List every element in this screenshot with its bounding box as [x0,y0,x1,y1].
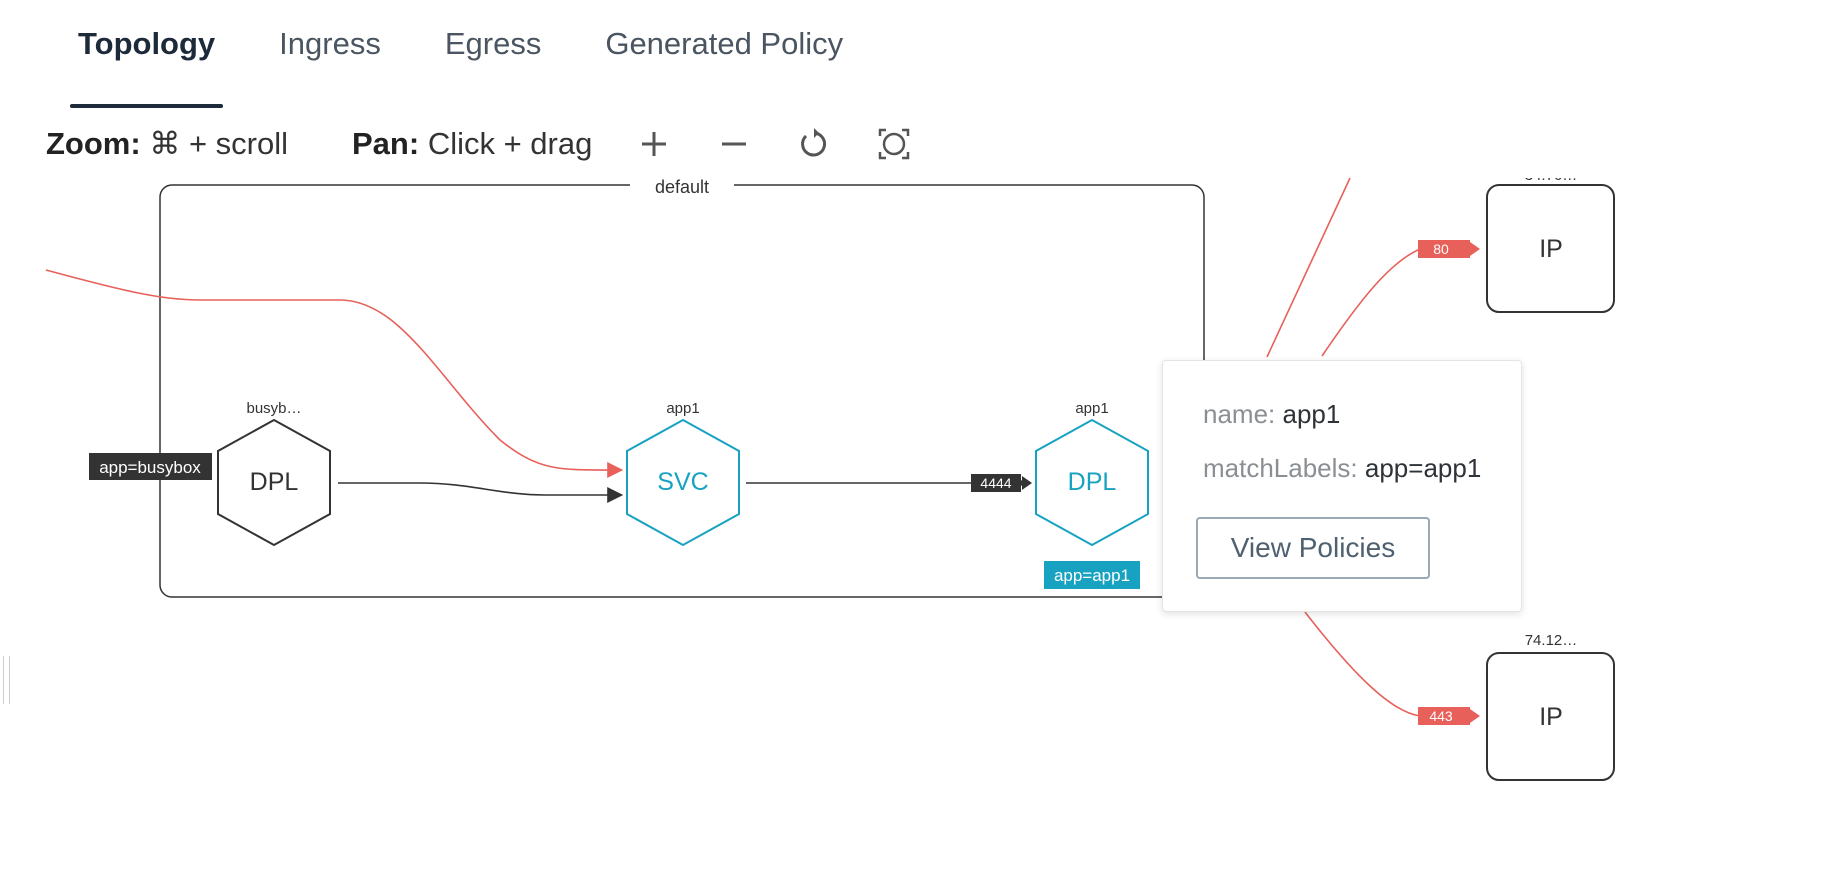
node-svc-title: app1 [666,400,699,417]
node-busybox-dpl[interactable]: busyb… DPL [217,400,331,547]
zoom-hint-text: ⌘ + scroll [149,126,288,161]
egress-edge-offscreen [1266,177,1351,358]
egress-edge-to-ip-top [1321,248,1470,357]
svg-text:app=busybox: app=busybox [99,458,201,477]
node-busybox-kind: DPL [250,468,299,496]
tab-egress[interactable]: Egress [444,26,542,61]
node-busybox-title: busyb… [246,400,301,417]
reset-icon [801,128,827,157]
popover-matchlabels-key: matchLabels: [1203,453,1358,483]
zoom-hint: Zoom: ⌘ + scroll [46,126,288,162]
graph-toolbar: Zoom: ⌘ + scroll Pan: Click + drag [46,118,656,170]
view-policies-button[interactable]: View Policies [1196,517,1430,579]
svg-text:80: 80 [1433,241,1449,257]
minus-icon [722,142,746,146]
tab-bar: Topology Ingress Egress Generated Policy [70,22,899,108]
zoom-hint-label: Zoom: [46,126,141,161]
resize-handle[interactable] [3,656,10,704]
reset-view-button[interactable] [792,122,836,166]
port-badge-443: 443 [1418,707,1480,725]
port-badge-80: 80 [1418,240,1480,258]
node-app1-dpl[interactable]: app1 DPL [1035,400,1149,547]
tab-generated-policy[interactable]: Generated Policy [605,26,844,61]
port-badge-4444: 4444 [971,474,1032,492]
node-ip-top-kind: IP [1539,235,1563,263]
plus-icon [642,132,666,156]
zoom-out-button[interactable] [712,122,756,166]
fit-to-screen-button[interactable] [872,122,916,166]
fit-to-screen-icon [878,128,910,160]
popover-matchlabels-row: matchLabels: app=app1 [1203,453,1481,484]
zoom-in-button[interactable] [632,122,676,166]
node-details-popover: name: app1 matchLabels: app=app1 View Po… [1162,360,1522,612]
popover-name-value: app1 [1282,399,1341,429]
label-badge-busybox: app=busybox [89,453,212,480]
node-app1-title: app1 [1075,400,1108,417]
node-app1-kind: DPL [1068,468,1117,496]
svg-text:443: 443 [1429,708,1453,724]
egress-edge-to-ip-bottom [1304,611,1470,717]
namespace-label: default [655,177,709,197]
tab-ingress[interactable]: Ingress [279,26,381,61]
popover-name-key: name: [1203,399,1276,429]
pan-hint-label: Pan: [352,126,420,161]
svg-text:app=app1: app=app1 [1054,566,1130,585]
edge-busybox-to-svc [338,482,624,503]
svg-text:4444: 4444 [980,475,1011,491]
node-svc-kind: SVC [657,468,708,496]
label-badge-app1: app=app1 [1044,561,1140,589]
node-ip-bottom[interactable]: 74.12… IP [1486,632,1615,781]
ingress-edge-to-svc [45,269,624,479]
node-ip-bottom-title: 74.12… [1525,632,1578,649]
pan-hint-text: Click + drag [427,126,593,161]
graph-clip-mask [1480,150,1630,178]
popover-matchlabels-value: app=app1 [1364,453,1482,483]
popover-name-row: name: app1 [1203,399,1340,430]
node-ip-top[interactable]: 34.76… IP [1486,167,1615,313]
node-app1-svc[interactable]: app1 SVC [626,400,740,547]
node-ip-bottom-kind: IP [1539,703,1563,731]
tab-topology[interactable]: Topology [70,22,224,108]
pan-hint: Pan: Click + drag [352,126,592,162]
